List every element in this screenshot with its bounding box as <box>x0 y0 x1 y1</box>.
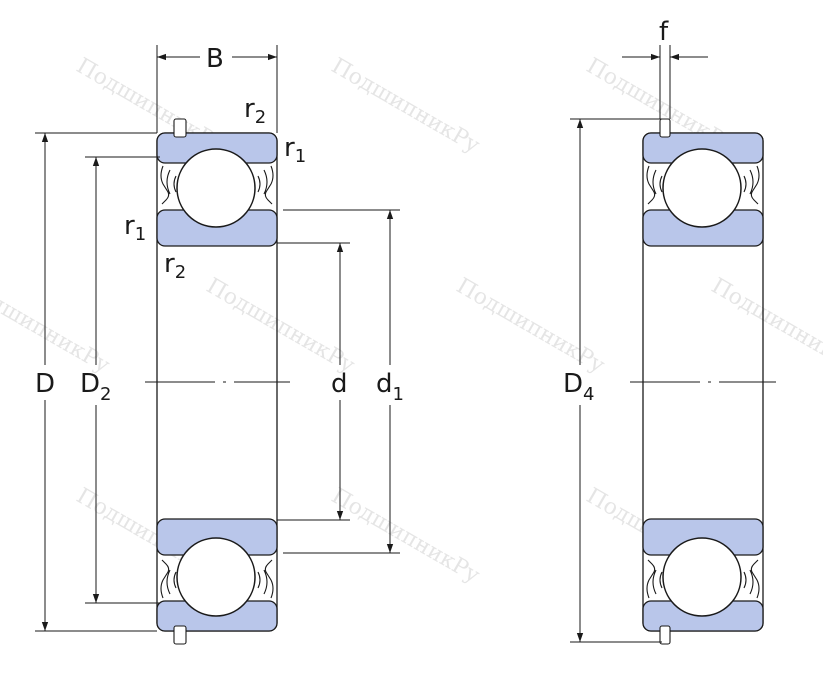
label-r1-left: r1 <box>124 211 146 245</box>
dimension-D4: D4 <box>563 118 662 643</box>
snap-ring-groove <box>173 625 187 645</box>
shield-left <box>160 165 177 205</box>
label-r2-top: r2 <box>244 94 266 128</box>
watermark-text: ПодшипникРу <box>327 54 484 159</box>
bottom-ring-section <box>642 518 764 645</box>
label-d: d <box>331 369 348 399</box>
snap-ring-groove <box>173 118 187 138</box>
ball <box>662 148 742 228</box>
label-r2-left: r2 <box>164 249 186 283</box>
label-B: B <box>206 44 224 74</box>
label-r1-top: r1 <box>284 133 306 167</box>
watermark-text: ПодшипникРу <box>707 274 823 379</box>
label-d1: d1 <box>376 369 404 405</box>
ball <box>176 148 256 228</box>
left-bearing-section: B r2 r1 r1 r2 D D2 d <box>35 44 404 645</box>
label-D2: D2 <box>80 369 111 405</box>
label-D: D <box>35 369 55 399</box>
snap-ring-groove <box>659 118 671 138</box>
dimension-d1: d1 <box>283 209 404 554</box>
watermark-text: ПодшипникРу <box>202 274 359 379</box>
ball <box>176 537 256 617</box>
shield-left <box>646 165 663 205</box>
shield-right <box>257 165 274 205</box>
label-D4: D4 <box>563 369 594 405</box>
top-ring-section <box>642 118 764 247</box>
watermark-text: ПодшипникРу <box>327 484 484 589</box>
top-ring-section <box>156 118 278 247</box>
label-f: f <box>659 17 669 47</box>
dimension-D2: D2 <box>80 156 160 604</box>
bottom-ring-section <box>156 518 278 645</box>
shield-left <box>160 559 177 599</box>
ball <box>662 537 742 617</box>
dimension-D: D <box>35 132 157 632</box>
watermark-text: ПодшипникРу <box>0 274 114 379</box>
snap-ring-groove <box>659 625 671 645</box>
dimension-f: f <box>622 17 708 119</box>
shield-right <box>743 559 760 599</box>
watermark-text: ПодшипникРу <box>452 274 609 379</box>
right-bearing-section: f D4 <box>563 17 776 645</box>
shield-right <box>257 559 274 599</box>
dimension-d: d <box>277 242 350 521</box>
dimension-B: B <box>156 44 278 133</box>
shield-right <box>743 165 760 205</box>
shield-left <box>646 559 663 599</box>
